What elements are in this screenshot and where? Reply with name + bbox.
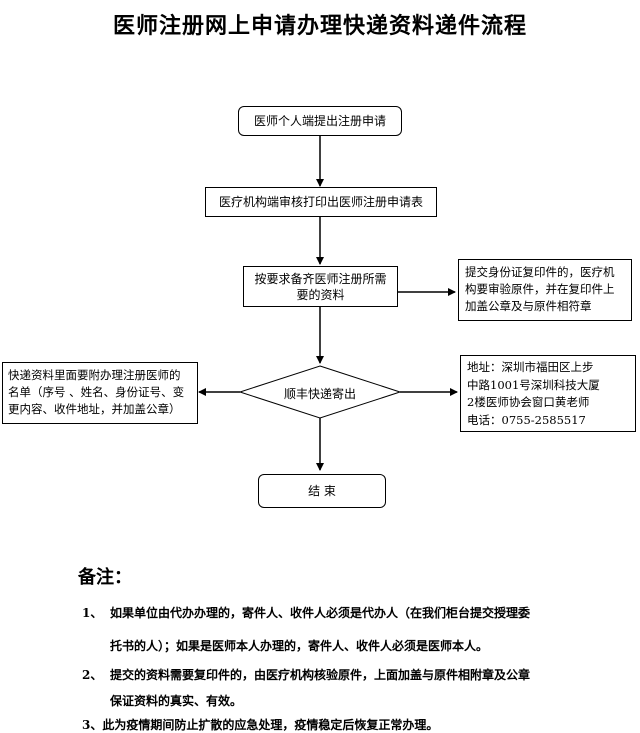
prepare-node-line-2: 要的资料	[296, 287, 345, 302]
address-line-3: 2楼医师协会窗口黄老师	[467, 395, 590, 409]
page-title: 医师注册网上申请办理快递资料递件流程	[112, 13, 527, 39]
note-2-line-2: 保证资料的真实、有效。	[110, 694, 243, 708]
list-line-1: 快递资料里面要附办理注册医师的	[8, 368, 181, 382]
end-node: 结 束	[258, 474, 386, 508]
note-1-line-2: 托书的人）；如果是医师本人办理的，寄件人、收件人必须是医师本人。	[110, 639, 489, 653]
id-copy-line-3: 加盖公章及与原件相符章	[465, 299, 592, 313]
courier-label: 顺丰快递寄出	[283, 387, 356, 401]
id-copy-line-1: 提交身份证复印件的，医疗机	[465, 265, 615, 279]
address-note: 地址：深圳市福田区上步 中路1001号深圳科技大厦 2楼医师协会窗口黄老师 电话…	[460, 355, 636, 432]
start-node-label: 医师个人端提出注册申请	[253, 114, 386, 128]
list-line-3: 更内容、收件地址，并加盖公章）	[8, 402, 181, 416]
note-2-number: 2、	[82, 668, 103, 682]
start-node: 医师个人端提出注册申请	[238, 106, 402, 136]
note-1-number: 1、	[82, 606, 103, 620]
review-node-label: 医疗机构端审核打印出医师注册申请表	[218, 195, 423, 209]
address-line-1: 地址：深圳市福田区上步	[467, 360, 594, 374]
id-copy-note: 提交身份证复印件的，医疗机 构要审验原件，并在复印件上 加盖公章及与原件相符章	[458, 259, 632, 321]
list-line-2: 名单（序号 、姓名、身份证号、变	[8, 385, 185, 399]
address-line-2: 中路1001号深圳科技大厦	[467, 377, 600, 392]
note-1-line-1: 如果单位由代办办理的，寄件人、收件人必须是代办人（在我们柜台提交授理委	[110, 606, 531, 620]
list-note: 快递资料里面要附办理注册医师的 名单（序号 、姓名、身份证号、变 更内容、收件地…	[2, 362, 198, 424]
note-3: 3、此为疫情期间防止扩散的应急处理，疫情稳定后恢复正常办理。	[82, 718, 439, 732]
prepare-node-line-1: 按要求备齐医师注册所需	[254, 271, 387, 286]
note-2-line-1: 提交的资料需要复印件的，由医疗机构核验原件，上面加盖与原件相附章及公章	[110, 668, 531, 682]
review-node: 医疗机构端审核打印出医师注册申请表	[205, 187, 437, 217]
end-node-label: 结 束	[308, 484, 336, 498]
id-copy-line-2: 构要审验原件，并在复印件上	[465, 282, 615, 296]
prepare-node: 按要求备齐医师注册所需 要的资料	[243, 266, 398, 307]
notes-heading: 备注：	[78, 567, 132, 588]
address-line-4: 电话：0755-2585517	[467, 412, 586, 427]
